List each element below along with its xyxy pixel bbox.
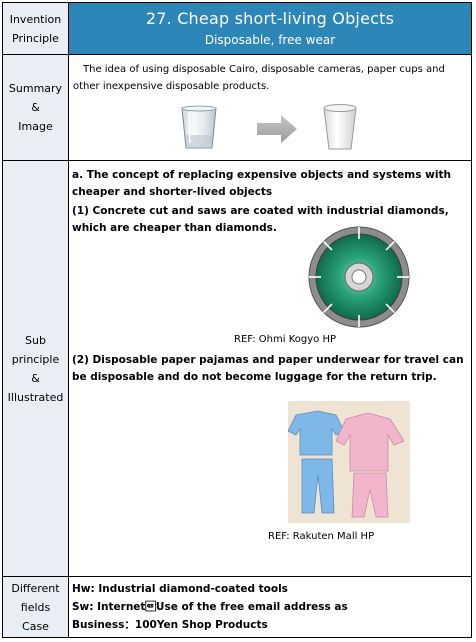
paper-pajamas-image xyxy=(288,401,410,523)
label-line: Illustrated xyxy=(7,390,64,404)
example-1-text: (1) Concrete cut and saws are coated wit… xyxy=(72,205,449,234)
principle-subtitle: Disposable, free wear xyxy=(204,33,336,47)
label-line: & xyxy=(31,371,40,385)
label-line: Summary xyxy=(8,82,63,95)
invention-principle-label: Invention Principle xyxy=(3,3,69,54)
hw-case: Hw: Industrial diamond-coated tools xyxy=(72,583,288,595)
principle-sheet: Invention Principle 27. Cheap short-livi… xyxy=(2,2,472,638)
sub-principle-cell: a. The concept of replacing expensive ob… xyxy=(69,161,471,576)
reference-1: REF: Ohmi Kogyo HP xyxy=(234,334,336,345)
business-case: Business：100Yen Shop Products xyxy=(72,619,268,631)
header-row: Invention Principle 27. Cheap short-livi… xyxy=(3,3,471,55)
principle-title: 27. Cheap short-living Objects xyxy=(145,9,395,28)
summary-text: The idea of using disposable Cairo, disp… xyxy=(73,64,445,92)
summary-label: Summary & Image xyxy=(3,55,69,160)
label-line: Case xyxy=(22,619,49,633)
label-line: Principle xyxy=(12,31,59,45)
fields-case-cell: Hw: Industrial diamond-coated tools Sw: … xyxy=(69,577,471,637)
sub-principle-label: Sub principle & Illustrated xyxy=(3,161,69,576)
summary-cell: The idea of using disposable Cairo, disp… xyxy=(69,55,471,160)
paper-cup-image xyxy=(323,104,357,150)
reference-2: REF: Rakuten Mall HP xyxy=(268,531,375,542)
diamond-saw-blade-image xyxy=(308,226,410,328)
sub-principle-row: Sub principle & Illustrated a. The conce… xyxy=(3,161,471,577)
label-line: & xyxy=(31,101,40,114)
arrow-right-icon xyxy=(257,115,297,143)
label-line: Sub xyxy=(25,333,46,347)
fields-case-label: Different fields Case xyxy=(3,577,69,637)
glass-cup-image xyxy=(181,105,217,149)
label-line: Different xyxy=(11,581,60,595)
label-line: fields xyxy=(20,600,51,614)
header-title-cell: 27. Cheap short-living Objects Disposabl… xyxy=(69,3,471,54)
label-line: Image xyxy=(18,120,53,133)
label-line: principle xyxy=(11,352,60,366)
fields-case-row: Different fields Case Hw: Industrial dia… xyxy=(3,577,471,637)
sw-case: Sw: Internet Use of the free email addre… xyxy=(72,601,348,613)
example-2-text: (2) Disposable paper pajamas and paper u… xyxy=(72,354,464,383)
summary-row: Summary & Image The idea of using dispos… xyxy=(3,55,471,161)
label-line: Invention xyxy=(9,12,62,26)
concept-text: a. The concept of replacing expensive ob… xyxy=(72,169,451,198)
